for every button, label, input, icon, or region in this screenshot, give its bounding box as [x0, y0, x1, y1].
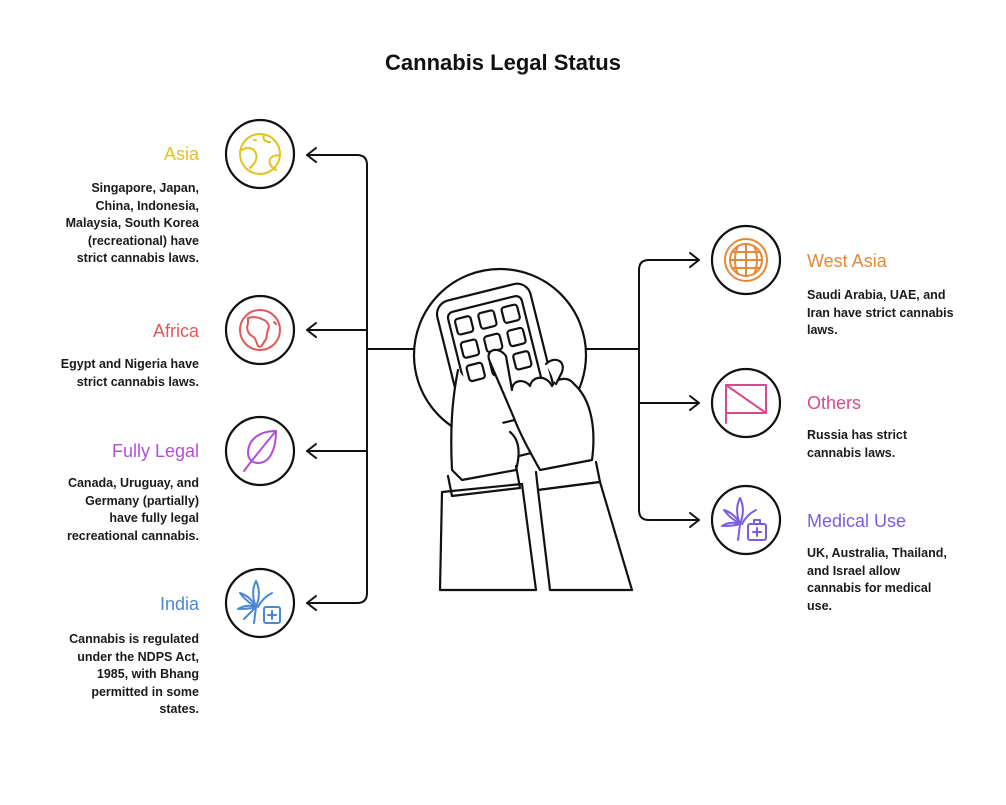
globe-icon	[224, 118, 296, 190]
cannabis-leaf-plus-icon	[224, 567, 296, 639]
right-branch-west-asia	[638, 259, 700, 521]
grid-globe-icon	[710, 224, 782, 296]
arrowhead-africa	[306, 322, 317, 338]
arrowhead-west-asia	[689, 252, 700, 268]
arrowhead-asia	[306, 147, 317, 163]
label-west-asia: West Asia	[807, 251, 887, 271]
arrowhead-others	[689, 395, 700, 411]
desc-fully-legal: Canada, Uruguay, and Germany (partially)…	[66, 476, 199, 543]
label-others: Others	[807, 393, 862, 413]
arrowhead-medical-use	[689, 512, 700, 528]
desc-medical-use: UK, Australia, Thailand, and Israel allo…	[807, 546, 947, 613]
desc-west-asia: Saudi Arabia, UAE, and Iran have strict …	[807, 288, 954, 337]
desc-africa: Egypt and Nigeria have strict cannabis l…	[60, 357, 199, 389]
central-hand-phone-illustration	[412, 267, 634, 592]
right-sleeve	[536, 480, 634, 592]
phone-keypad-area	[446, 295, 550, 430]
africa-globe-icon	[224, 294, 296, 366]
left-cuff	[446, 464, 522, 498]
right-thumb	[544, 358, 564, 386]
page-title: Cannabis Legal Status	[385, 50, 621, 75]
phone-keys	[453, 303, 533, 383]
arrowhead-india	[306, 595, 317, 611]
leaf-icon	[224, 415, 296, 487]
left-hand	[450, 368, 520, 482]
label-medical-use: Medical Use	[807, 511, 907, 531]
label-africa: Africa	[152, 321, 199, 341]
left-sleeve	[438, 482, 538, 592]
label-india: India	[159, 594, 199, 614]
label-asia: Asia	[163, 144, 199, 164]
desc-others: Russia has strict cannabis laws.	[807, 428, 908, 460]
arrowhead-fully-legal	[306, 443, 317, 459]
left-branch-asia	[306, 154, 368, 604]
label-fully-legal: Fully Legal	[111, 441, 199, 461]
desc-asia: Singapore, Japan, China, Indonesia, Mala…	[65, 181, 199, 265]
right-hand	[487, 348, 595, 472]
cannabis-medical-kit-icon	[710, 484, 782, 556]
flag-icon	[710, 367, 782, 439]
desc-india: Cannabis is regulated under the NDPS Act…	[69, 632, 199, 716]
